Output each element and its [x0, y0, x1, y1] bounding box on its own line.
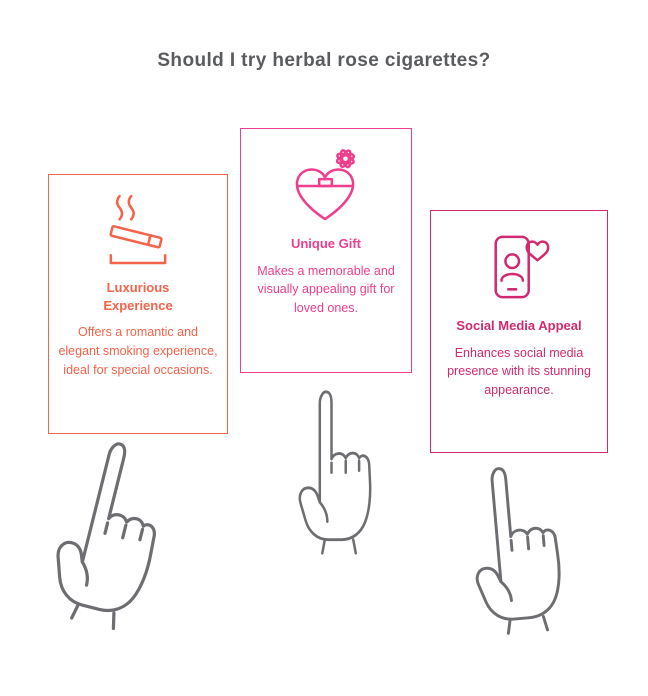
- card-unique-gift: Unique Gift Makes a memorable and visual…: [240, 128, 412, 373]
- card-title: Social Media Appeal: [456, 318, 582, 333]
- pointing-hand-icon: [466, 462, 566, 638]
- card-title: Unique Gift: [290, 236, 362, 251]
- pointing-hand-icon: [298, 390, 372, 555]
- gift-heart-icon: [285, 147, 367, 223]
- card-body: Makes a memorable and visually appealing…: [257, 263, 395, 316]
- card-title: Luxurious Experience: [103, 280, 173, 313]
- pointing-hand-icon: [42, 434, 177, 635]
- card-social-media-appeal: Social Media Appeal Enhances social medi…: [430, 210, 608, 453]
- card-body: Offers a romantic and elegant smoking ex…: [58, 325, 218, 377]
- phone-social-icon: [486, 229, 552, 305]
- card-body: Enhances social media presence with its …: [447, 345, 591, 398]
- card-luxurious-experience: Luxurious Experience Offers a romantic a…: [48, 174, 228, 434]
- cigarette-icon: [106, 193, 170, 267]
- page-title: Should I try herbal rose cigarettes?: [157, 50, 491, 71]
